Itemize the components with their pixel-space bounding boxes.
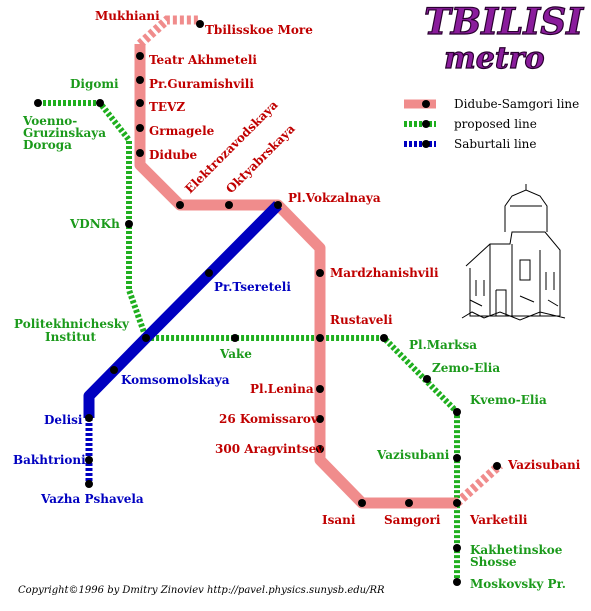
station-label-vdnkh[interactable]: VDNKh (69, 217, 120, 231)
station-dot-komsomolskaya[interactable] (110, 366, 118, 374)
legend-dot (422, 120, 430, 128)
station-label-vazisubani-extension[interactable]: Vazisubani (507, 458, 581, 472)
station-label-mukhiani[interactable]: Mukhiani (95, 9, 160, 23)
map-subtitle: metro (444, 41, 545, 76)
legend: Didube-Samgori line proposed line Saburt… (404, 97, 579, 151)
station-label-bakhtrioni[interactable]: Bakhtrioni (13, 453, 86, 467)
station-dot-300-aragvintsev[interactable] (316, 445, 324, 453)
station-label-pl-marksa[interactable]: Pl.Marksa (409, 338, 477, 352)
station-dot-tevz[interactable] (136, 99, 144, 107)
vazisubani-extension (454, 461, 503, 507)
station-label-vazisubani-proposed[interactable]: Vazisubani (376, 448, 450, 462)
station-label-voenno-3[interactable]: Doroga (23, 138, 72, 152)
station-dot-mardzhanishvili[interactable] (316, 269, 324, 277)
station-label-kvemo-elia[interactable]: Kvemo-Elia (470, 393, 547, 407)
station-dot-vazisubani-proposed[interactable] (453, 454, 461, 462)
legend-label-proposed: proposed line (454, 117, 537, 131)
station-label-26-komissarov[interactable]: 26 Komissarov (219, 412, 319, 426)
station-label-rustaveli[interactable]: Rustaveli (330, 313, 393, 327)
station-dot-kvemo-elia[interactable] (453, 408, 461, 416)
station-dot-vdnkh[interactable] (125, 220, 133, 228)
station-label-grmagele[interactable]: Grmagele (149, 124, 215, 138)
station-label-samgori[interactable]: Samgori (384, 513, 441, 527)
station-label-voenno-1[interactable]: Voenno- (22, 114, 77, 128)
station-dot-samgori[interactable] (405, 499, 413, 507)
station-dots (34, 20, 501, 586)
station-label-delisi[interactable]: Delisi (44, 413, 83, 427)
station-dot-rustaveli[interactable] (316, 334, 324, 342)
station-dot-pl-vokzalnaya[interactable] (274, 201, 282, 209)
proposed-line (38, 100, 460, 582)
station-label-tbilisskoe-more[interactable]: Tbilisskoe More (205, 23, 313, 37)
station-dot-pr-tsereteli[interactable] (205, 269, 213, 277)
legend-label-saburtali: Saburtali line (454, 137, 537, 151)
station-dot-moskovsky-pr[interactable] (453, 578, 461, 586)
station-label-moskovsky-pr[interactable]: Moskovsky Pr. (470, 577, 566, 591)
station-dot-kakhetinskoe-shosse[interactable] (453, 544, 461, 552)
station-dot-voenno-gruzinskaya[interactable] (34, 99, 42, 107)
red-extensions (137, 15, 503, 507)
station-label-teatr-akhmeteli[interactable]: Teatr Akhmeteli (149, 53, 257, 67)
station-label-isani[interactable]: Isani (322, 513, 356, 527)
didube-samgori-line (134, 44, 457, 509)
station-label-mardzhanishvili[interactable]: Mardzhanishvili (330, 266, 439, 280)
station-label-vazha-pshavela[interactable]: Vazha Pshavela (40, 492, 144, 506)
station-label-tevz[interactable]: TEVZ (149, 100, 185, 114)
station-label-voenno-2[interactable]: Gruzinskaya (23, 126, 106, 140)
station-label-varketili[interactable]: Varketili (469, 513, 528, 527)
station-dot-isani[interactable] (358, 499, 366, 507)
station-dot-pl-marksa[interactable] (380, 334, 388, 342)
station-dot-pl-lenina[interactable] (316, 385, 324, 393)
station-dot-vake[interactable] (231, 334, 239, 342)
legend-dot (422, 140, 430, 148)
station-label-kakhetinskoe-1[interactable]: Kakhetinskoe (470, 543, 563, 557)
station-label-vake[interactable]: Vake (219, 347, 252, 361)
station-label-zemo-elia[interactable]: Zemo-Elia (432, 361, 500, 375)
station-label-kakhetinskoe-2[interactable]: Shosse (470, 555, 517, 569)
station-dot-teatr-akhmeteli[interactable] (136, 52, 144, 60)
station-label-pl-vokzalnaya[interactable]: Pl.Vokzalnaya (288, 191, 381, 205)
station-dot-tbilisskoe-more[interactable] (196, 20, 204, 28)
proposed-line-path (38, 100, 460, 582)
station-dot-zemo-elia[interactable] (423, 375, 431, 383)
station-label-pr-guramishvili[interactable]: Pr.Guramishvili (149, 77, 254, 91)
station-label-pr-tsereteli[interactable]: Pr.Tsereteli (214, 280, 291, 294)
copyright-text: Copyright©1996 by Dmitry Zinoviev http:/… (18, 585, 385, 596)
station-dot-politekhnichesky[interactable] (142, 334, 150, 342)
station-label-pl-lenina[interactable]: Pl.Lenina (250, 382, 314, 396)
station-label-politekhnichesky-1[interactable]: Politekhnichesky (14, 317, 130, 331)
station-label-300-aragvintsev[interactable]: 300 Aragvintsev (215, 442, 324, 456)
map-title: TBILISI (424, 1, 584, 43)
station-dot-elektrozavodskaya[interactable] (176, 201, 184, 209)
station-dot-26-komissarov[interactable] (316, 415, 324, 423)
station-dot-delisi[interactable] (85, 414, 93, 422)
mukhiani-extension (137, 15, 200, 48)
legend-dot (422, 100, 430, 108)
station-dot-bakhtrioni[interactable] (85, 456, 93, 464)
station-dot-grmagele[interactable] (136, 124, 144, 132)
station-dot-oktyabrskaya[interactable] (225, 201, 233, 209)
station-dot-vazisubani-extension[interactable] (493, 462, 501, 470)
station-dot-didube[interactable] (136, 149, 144, 157)
station-label-didube[interactable]: Didube (149, 148, 197, 162)
station-dot-pr-guramishvili[interactable] (136, 76, 144, 84)
station-label-digomi[interactable]: Digomi (70, 77, 119, 91)
station-label-politekhnichesky-2[interactable]: Institut (45, 330, 96, 344)
didube-samgori-line-path (134, 44, 457, 509)
station-dot-digomi[interactable] (96, 99, 104, 107)
church-illustration (461, 184, 566, 321)
station-dot-vazha-pshavela[interactable] (85, 480, 93, 488)
station-dot-varketili[interactable] (453, 499, 461, 507)
station-label-komsomolskaya[interactable]: Komsomolskaya (121, 373, 230, 387)
legend-label-didube-samgori: Didube-Samgori line (454, 97, 579, 111)
